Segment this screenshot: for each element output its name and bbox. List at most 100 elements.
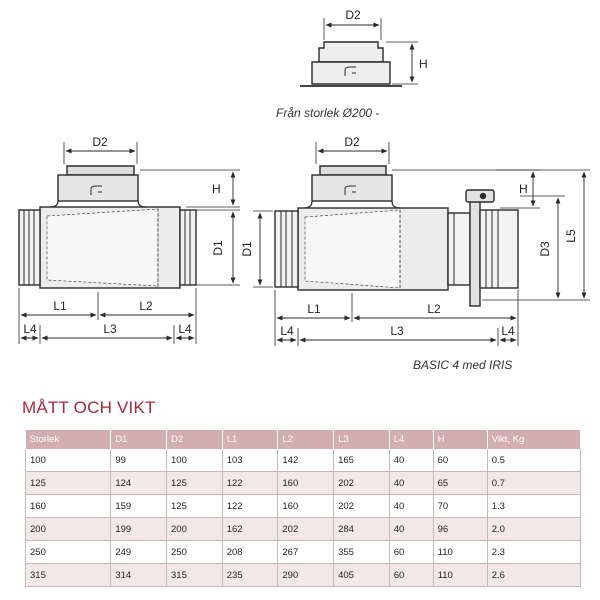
table-cell: 202: [333, 494, 390, 518]
section-title: MÅTT OCH VIKT: [22, 398, 156, 417]
left-view-h-label: H: [212, 182, 221, 196]
left-view: [18, 142, 240, 344]
table-cell: 110: [433, 540, 488, 564]
table-cell: 70: [433, 494, 488, 518]
table-cell: 2.0: [487, 517, 582, 541]
table-cell: 103: [222, 449, 279, 472]
column-header: L3: [333, 430, 390, 449]
table-cell: 290: [277, 563, 335, 587]
right-view-iris-plate: [469, 197, 481, 307]
right-view-caption: BASIC 4 med IRIS: [413, 358, 512, 372]
table-cell: 314: [110, 563, 167, 587]
column-header: Vikt, Kg: [487, 430, 582, 449]
table-cell: 355: [333, 540, 390, 564]
table-cell: 202: [333, 471, 390, 495]
table-cell: 199: [110, 517, 167, 541]
table-cell: 160: [277, 471, 335, 495]
column-header: D2: [166, 430, 223, 449]
table-cell: 60: [389, 563, 434, 587]
table-cell: 125: [166, 494, 223, 518]
table-cell: 1.3: [487, 494, 582, 518]
table-cell: 2.3: [487, 540, 582, 564]
left-view-right-socket: [179, 209, 197, 286]
column-header: L4: [389, 430, 434, 449]
table-row: 100 99 100 103 142 165 40 60 0.5: [24, 449, 582, 472]
right-view-handle-symbol: [344, 185, 356, 195]
table-cell: 315: [166, 563, 223, 587]
table-cell: 125: [24, 471, 112, 495]
table-row: 200 199 200 162 202 284 40 96 2.0: [24, 517, 582, 541]
table-cell: 40: [389, 494, 434, 518]
table-cell: 159: [110, 494, 167, 518]
table-cell: 2.6: [487, 563, 582, 587]
table-cell: 40: [389, 449, 434, 472]
table-cell: 284: [333, 517, 390, 541]
column-header: H: [433, 430, 488, 449]
right-view-l1-label: L1: [307, 302, 321, 316]
table-cell: 250: [24, 540, 112, 564]
left-view-l1-label: L1: [53, 299, 67, 313]
right-view-cap: [319, 165, 387, 176]
left-view-l4-left-label: L4: [23, 322, 37, 336]
table-row: 125 124 125 122 160 202 40 65 0.7: [24, 471, 582, 495]
right-view-d2-label: D2: [344, 135, 360, 149]
technical-drawing: D2 H Från storlek Ø200 -: [18, 8, 590, 372]
table-cell: 200: [24, 517, 112, 541]
left-view-inner-taper: [46, 208, 159, 287]
table-cell: 60: [433, 449, 488, 472]
table-cell: 99: [110, 449, 167, 472]
top-view-d2-label: D2: [345, 8, 361, 22]
table-cell: 202: [277, 517, 335, 541]
table-cell: 40: [389, 517, 434, 541]
column-header: Storlek: [25, 430, 112, 449]
right-view-l4-right-label: L4: [501, 324, 515, 338]
table-cell: 249: [110, 540, 167, 564]
right-view-l2-label: L2: [427, 302, 441, 316]
left-view-d1-label: D1: [211, 240, 225, 256]
table-cell: 0.7: [487, 471, 582, 495]
table-cell: 40: [389, 471, 434, 495]
left-view-l4-right-label: L4: [178, 322, 192, 336]
table-row: 315 314 315 235 290 405 60 110 2.6: [24, 563, 582, 587]
table-cell: 96: [433, 517, 488, 541]
table-cell: 124: [110, 471, 167, 495]
table-cell: 122: [222, 494, 279, 518]
right-view-inner-taper: [304, 209, 401, 289]
table-cell: 65: [433, 471, 488, 495]
column-header: D1: [110, 430, 167, 449]
column-header: L1: [222, 430, 279, 449]
top-view-base: [311, 61, 391, 85]
table-cell: 250: [166, 540, 223, 564]
table-row: 250 249 250 208 267 355 60 110 2.3: [24, 540, 582, 564]
table-cell: 165: [333, 449, 390, 472]
table-cell: 142: [277, 449, 335, 472]
table-cell: 208: [222, 540, 279, 564]
top-view-h-label: H: [419, 57, 428, 71]
top-view-caption: Från storlek Ø200 -: [276, 106, 379, 120]
table-cell: 100: [24, 449, 112, 472]
table-cell: 162: [222, 517, 279, 541]
right-view-connector: [447, 212, 471, 286]
table-cell: 60: [389, 540, 434, 564]
left-view-l2-label: L2: [139, 299, 153, 313]
right-view-d1-label: D1: [240, 241, 254, 257]
dimensions-table: Storlek D1 D2 L1 L2 L3 L4 H Vikt, Kg 100…: [24, 430, 582, 587]
table-row: 160 159 125 122 160 202 40 70 1.3: [24, 494, 582, 518]
column-header: L2: [277, 430, 335, 449]
left-view-l3-label: L3: [103, 322, 117, 336]
top-view-handle-symbol: [344, 66, 356, 76]
table-cell: 160: [24, 494, 112, 518]
table-cell: 160: [277, 494, 335, 518]
table-cell: 125: [166, 471, 223, 495]
top-view-cap: [318, 41, 384, 63]
table-cell: 267: [277, 540, 335, 564]
left-view-cap: [66, 165, 135, 176]
table-cell: 315: [24, 563, 112, 587]
right-view-h-label: H: [519, 182, 528, 196]
left-view-cap-housing: [57, 174, 139, 202]
right-view-cap-housing: [311, 174, 393, 202]
right-view-l3-label: L3: [390, 324, 404, 338]
left-view-d2-label: D2: [92, 135, 108, 149]
top-view: [300, 18, 418, 87]
right-view-l4-left-label: L4: [280, 324, 294, 338]
